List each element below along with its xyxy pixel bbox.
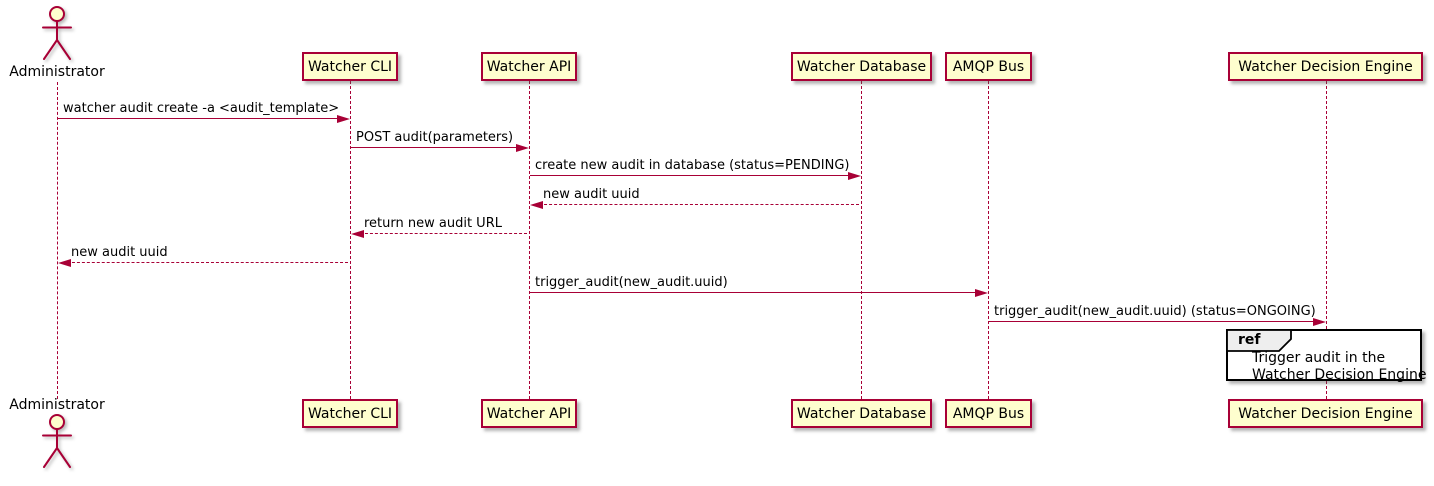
participant-bottom-db: Watcher Database [791, 399, 932, 428]
message-line [360, 233, 527, 234]
participant-label: Watcher CLI [307, 405, 393, 422]
message-line [989, 321, 1315, 322]
lifeline-engine [1326, 81, 1327, 399]
message-label: return new audit URL [364, 216, 502, 231]
participant-bottom-api: Watcher API [481, 399, 577, 428]
message-label: trigger_audit(new_audit.uuid) (status=ON… [994, 304, 1316, 319]
message-arrowhead [516, 143, 529, 152]
message-arrowhead [530, 200, 543, 209]
participant-label: Watcher API [486, 405, 572, 422]
lifeline-amqp [988, 81, 989, 399]
participant-bottom-amqp: AMQP Bus [945, 399, 1032, 428]
message-arrowhead [351, 229, 364, 238]
message-line [58, 118, 339, 119]
administrator-actor-icon-bottom [34, 412, 80, 476]
message-label: POST audit(parameters) [356, 130, 514, 145]
participant-top-db: Watcher Database [791, 52, 932, 81]
lifeline-cli [350, 81, 351, 399]
message-line [67, 262, 348, 263]
message-label: new audit uuid [543, 187, 640, 202]
message-line [530, 292, 977, 293]
message-arrowhead [58, 258, 71, 267]
participant-label: Watcher CLI [307, 58, 393, 75]
participant-label: Watcher Decision Engine [1238, 405, 1413, 422]
message-arrowhead [848, 171, 861, 180]
lifeline-api [529, 81, 530, 399]
participant-top-api: Watcher API [481, 52, 577, 81]
message-label: trigger_audit(new_audit.uuid) [535, 275, 728, 290]
message-label: create new audit in database (status=PEN… [535, 158, 850, 173]
message-arrowhead [975, 288, 988, 297]
message-line [539, 204, 859, 205]
message-label: watcher audit create -a <audit_template> [63, 101, 340, 116]
administrator-actor-icon-top [34, 4, 80, 68]
participant-label: Watcher API [486, 58, 572, 75]
participant-label: Watcher Database [796, 58, 927, 75]
message-line [530, 175, 850, 176]
message-line [351, 147, 518, 148]
participant-bottom-cli: Watcher CLI [302, 399, 398, 428]
participant-label: Watcher Database [796, 405, 927, 422]
lifeline-administrator [57, 82, 58, 399]
participant-bottom-engine: Watcher Decision Engine [1228, 399, 1423, 428]
participant-label: AMQP Bus [952, 405, 1025, 422]
message-arrowhead [1313, 317, 1326, 326]
ref-tab [1226, 329, 1296, 357]
administrator-label-bottom: Administrator [9, 397, 105, 413]
lifeline-db [861, 81, 862, 399]
participant-top-cli: Watcher CLI [302, 52, 398, 81]
participant-label: Watcher Decision Engine [1238, 58, 1413, 75]
participant-label: AMQP Bus [952, 58, 1025, 75]
message-label: new audit uuid [71, 245, 168, 260]
participant-top-amqp: AMQP Bus [945, 52, 1032, 81]
participant-top-engine: Watcher Decision Engine [1228, 52, 1423, 81]
ref-keyword: ref [1238, 332, 1261, 348]
ref-body-line: Trigger audit in the [1252, 350, 1386, 366]
administrator-label-top: Administrator [9, 64, 105, 80]
ref-body-line: Watcher Decision Engine [1252, 367, 1427, 383]
message-arrowhead [337, 114, 350, 123]
